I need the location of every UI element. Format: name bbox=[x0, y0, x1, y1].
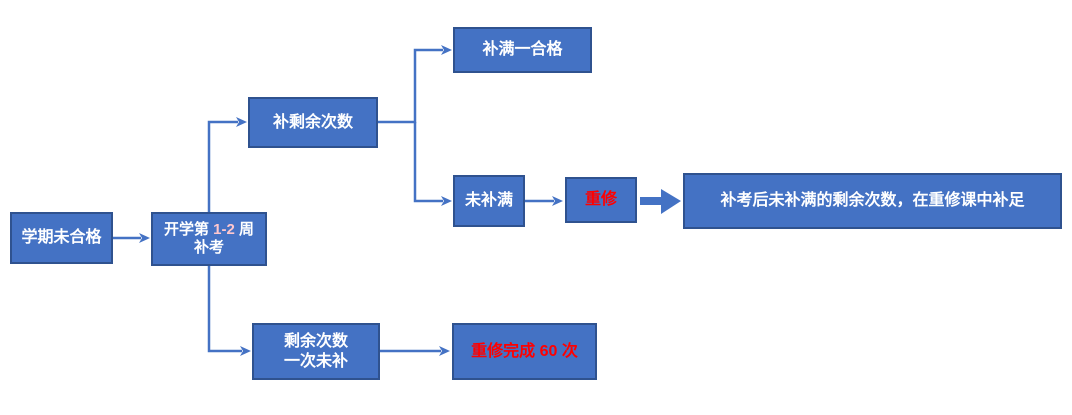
node-makeup-remaining: 补剩余次数 bbox=[248, 97, 378, 148]
node-remaining-once-unfilled-line1: 剩余次数 bbox=[283, 332, 348, 350]
edge-makeup-remaining-to-not-filled bbox=[413, 122, 452, 206]
node-retake-complete: 重修完成 60 次 bbox=[452, 323, 597, 380]
node-makeup-exam-line1-prefix: 开学第 bbox=[163, 220, 214, 238]
node-not-filled: 未补满 bbox=[453, 175, 525, 227]
node-retake: 重修 bbox=[565, 177, 637, 223]
node-makeup-exam-week-number: 1-2 bbox=[213, 220, 235, 238]
node-retake-label: 重修 bbox=[584, 191, 617, 209]
node-makeup-exam-line1-suffix: 周 bbox=[234, 220, 255, 238]
edge-makeup-exam-to-remaining-once-unfilled bbox=[207, 266, 251, 356]
node-filled-pass: 补满一合格 bbox=[453, 27, 592, 73]
edge-retake-to-retake-note-block-arrow bbox=[640, 189, 681, 214]
node-makeup-exam-line1: 开学第 1-2 周 bbox=[164, 221, 254, 239]
node-semester-fail: 学期未合格 bbox=[10, 212, 113, 264]
node-retake-note: 补考后未补满的剩余次数，在重修课中补足 bbox=[683, 173, 1062, 229]
edge-makeup-exam-to-makeup-remaining bbox=[207, 117, 247, 212]
node-filled-pass-label: 补满一合格 bbox=[482, 41, 563, 59]
node-not-filled-label: 未补满 bbox=[464, 192, 513, 210]
node-makeup-exam: 开学第 1-2 周 补考 bbox=[151, 212, 267, 266]
node-makeup-remaining-label: 补剩余次数 bbox=[272, 113, 353, 131]
edge-makeup-remaining-to-filled-pass bbox=[378, 45, 452, 124]
node-retake-note-label: 补考后未补满的剩余次数，在重修课中补足 bbox=[720, 192, 1025, 210]
node-makeup-exam-line2: 补考 bbox=[193, 239, 224, 256]
node-remaining-once-unfilled-line2: 一次未补 bbox=[283, 352, 348, 370]
node-remaining-once-unfilled: 剩余次数 一次未补 bbox=[252, 323, 380, 380]
node-retake-complete-label: 重修完成 60 次 bbox=[471, 342, 578, 360]
node-semester-fail-label: 学期未合格 bbox=[21, 229, 102, 247]
